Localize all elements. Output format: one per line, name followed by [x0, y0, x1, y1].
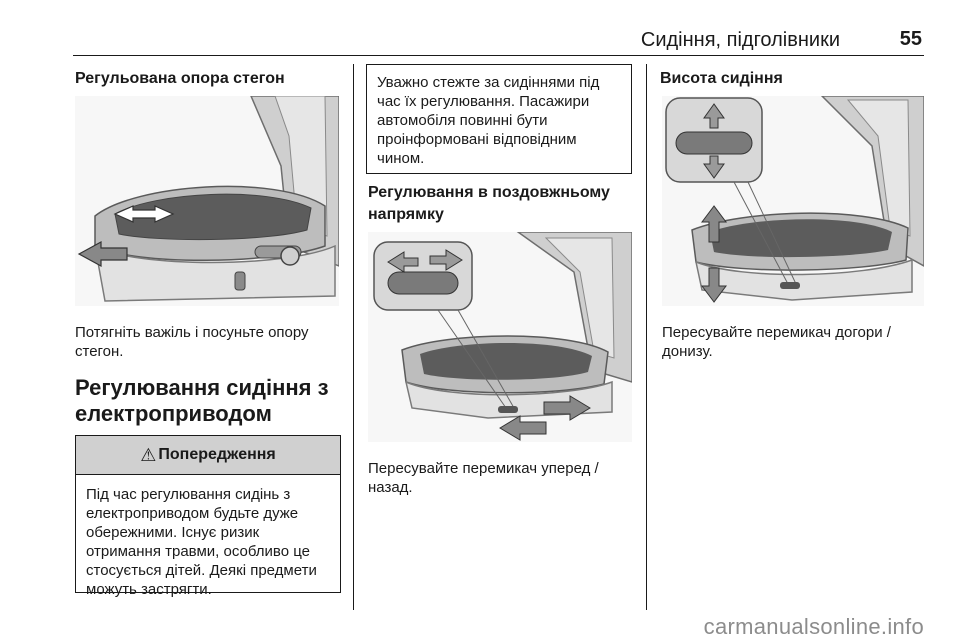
warning-text: Під час регулювання сидінь з електроприв… [86, 486, 317, 598]
warning-header: ⚠ Попередження [76, 436, 340, 475]
watermark: carmanualsonline.info [703, 614, 924, 639]
longitudinal-caption: Пересувайте перемикач уперед / назад. [368, 460, 599, 496]
thigh-support-illustration [75, 96, 339, 306]
seat-height-caption: Пересувайте перемикач догори / донизу. [662, 324, 891, 360]
header-rule [73, 55, 924, 56]
caution-note-text: Уважно стежте за сидіннями під час їх ре… [377, 74, 600, 167]
page-number: 55 [899, 28, 922, 50]
caution-note-box: Уважно стежте за сидіннями під час їх ре… [366, 64, 632, 174]
warning-box: ⚠ Попередження Під час регулювання сидін… [75, 435, 341, 598]
column-divider-1 [353, 64, 354, 610]
longitudinal-heading: Регулювання в поздовжньому напрямку [368, 184, 610, 223]
warning-triangle-icon: ⚠ [140, 444, 157, 465]
power-seat-heading: Регулювання сидіння з електроприводом [75, 375, 329, 426]
longitudinal-adjust-illustration [368, 232, 632, 442]
running-header-title: Сидіння, підголівники [640, 29, 840, 51]
seat-height-illustration [662, 96, 924, 306]
thigh-support-heading: Регульована опора стегон [75, 70, 285, 87]
seat-height-heading: Висота сидіння [660, 70, 783, 87]
warning-title: Попередження [158, 446, 276, 463]
column-divider-2 [646, 64, 647, 610]
thigh-support-caption: Потягніть важіль і посуньте опору стегон… [75, 324, 309, 360]
